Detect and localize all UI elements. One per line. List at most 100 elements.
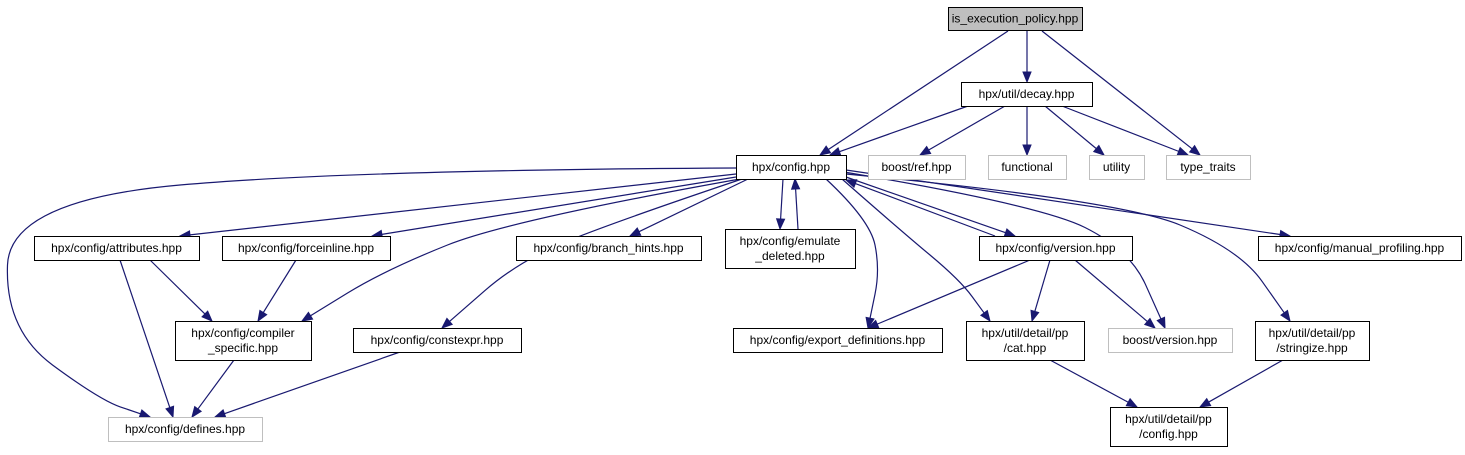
- node-label: hpx/util/detail/pp: [1125, 412, 1212, 426]
- edge-config-to-pp-cat: [841, 178, 991, 323]
- node-box: [1108, 328, 1233, 353]
- node-box: [1110, 407, 1228, 447]
- edge-line: [1208, 359, 1284, 403]
- node-boost-version[interactable]: boost/version.hpp: [1108, 328, 1233, 353]
- arrowhead: [213, 409, 227, 418]
- edge-line: [1061, 105, 1179, 152]
- node-box: [733, 328, 943, 353]
- edge-decay-to-functional: [1022, 106, 1032, 157]
- edge-forceinline-to-compiler-specific: [257, 259, 297, 323]
- node-label: /cat.hpp: [1004, 341, 1047, 355]
- node-box: [175, 321, 312, 361]
- node-functional[interactable]: functional: [988, 155, 1067, 180]
- arrowhead: [201, 310, 213, 322]
- node-box: [966, 321, 1085, 361]
- node-label: _deleted.hpp: [754, 249, 825, 263]
- arrowhead: [775, 218, 786, 231]
- edge-config-to-branch-hints: [628, 178, 749, 237]
- arrowhead: [257, 309, 268, 323]
- node-emulate-deleted[interactable]: hpx/config/emulate_deleted.hpp: [725, 229, 856, 269]
- arrowhead: [1143, 317, 1157, 329]
- edge-config-to-boost-version: [843, 171, 1166, 330]
- node-label: boost/version.hpp: [1123, 333, 1218, 347]
- edge-line: [381, 176, 737, 235]
- node-compiler-specific[interactable]: hpx/config/compiler_specific.hpp: [175, 321, 312, 361]
- node-export-definitions[interactable]: hpx/config/export_definitions.hpp: [733, 328, 943, 353]
- node-box: [736, 155, 847, 180]
- arrowhead: [1003, 228, 1017, 238]
- arrowhead: [1176, 146, 1190, 156]
- node-box: [1166, 155, 1251, 180]
- node-pp-config[interactable]: hpx/util/detail/pp/config.hpp: [1110, 407, 1228, 447]
- node-label: hpx/util/detail/pp: [982, 326, 1069, 340]
- edge-pp-cat-to-pp-config: [1049, 359, 1139, 408]
- edge-line: [310, 178, 741, 317]
- edge-attributes-to-defines: [119, 259, 175, 419]
- node-box: [1089, 155, 1145, 180]
- edge-line: [1049, 359, 1129, 403]
- edge-version-to-pp-cat: [1030, 259, 1051, 323]
- node-label: hpx/util/decay.hpp: [979, 87, 1075, 101]
- edge-decay-to-utility: [1044, 105, 1106, 156]
- arrowhead: [191, 405, 203, 419]
- edge-line: [224, 351, 401, 415]
- node-root[interactable]: is_execution_policy.hpp: [948, 7, 1083, 31]
- arrowhead: [440, 317, 454, 329]
- edge-line: [1041, 30, 1193, 150]
- node-version[interactable]: hpx/config/version.hpp: [979, 236, 1133, 261]
- node-config[interactable]: hpx/config.hpp: [736, 155, 847, 180]
- edge-line: [119, 259, 171, 408]
- node-manual-profiling[interactable]: hpx/config/manual_profiling.hpp: [1258, 236, 1462, 261]
- node-box: [353, 328, 522, 353]
- arrowhead: [1156, 316, 1166, 330]
- node-constexpr[interactable]: hpx/config/constexpr.hpp: [353, 328, 522, 353]
- node-label: hpx/config/defines.hpp: [125, 422, 245, 436]
- node-box: [108, 417, 263, 442]
- edge-version-to-export-definitions: [866, 259, 1031, 329]
- edge-line: [6, 167, 737, 415]
- arrowhead: [818, 145, 832, 156]
- node-label: utility: [1103, 160, 1130, 174]
- node-branch-hints[interactable]: hpx/config/branch_hints.hpp: [516, 236, 702, 261]
- node-label: hpx/config/compiler: [191, 326, 294, 340]
- arrowhead: [844, 179, 858, 189]
- edge-line: [845, 173, 1285, 314]
- edge-decay-to-boost-ref: [918, 105, 1006, 156]
- arrowhead: [1198, 397, 1212, 408]
- edge-config-to-attributes: [178, 173, 737, 240]
- node-box: [516, 236, 702, 261]
- edge-attributes-to-compiler-specific: [149, 259, 213, 322]
- node-forceinline[interactable]: hpx/config/forceinline.hpp: [222, 236, 391, 261]
- edge-config-to-pp-stringize: [845, 173, 1291, 323]
- edge-line: [189, 173, 737, 236]
- edge-pp-stringize-to-pp-config: [1198, 359, 1284, 408]
- edge-line: [825, 178, 879, 319]
- node-label: hpx/util/detail/pp: [1269, 326, 1356, 340]
- node-box: [979, 236, 1133, 261]
- arrowhead: [1022, 144, 1032, 157]
- node-box: [34, 236, 200, 261]
- node-type-traits[interactable]: type_traits: [1166, 155, 1251, 180]
- node-label: hpx/config.hpp: [752, 160, 830, 174]
- edge-line: [828, 30, 1009, 150]
- edge-line: [149, 259, 206, 315]
- node-boost-ref[interactable]: boost/ref.hpp: [868, 155, 966, 180]
- arrowhead: [790, 177, 801, 190]
- edge-line: [839, 105, 969, 153]
- node-box: [725, 229, 856, 269]
- node-label: functional: [1001, 160, 1052, 174]
- arrowhead: [918, 145, 932, 156]
- arrowhead: [1188, 144, 1202, 156]
- edge-line: [843, 171, 1162, 320]
- node-defines[interactable]: hpx/config/defines.hpp: [108, 417, 263, 442]
- node-label: hpx/config/export_definitions.hpp: [750, 333, 926, 347]
- node-utility[interactable]: utility: [1089, 155, 1145, 180]
- edge-root-to-type-traits: [1041, 30, 1202, 156]
- node-pp-cat[interactable]: hpx/util/detail/pp/cat.hpp: [966, 321, 1085, 361]
- edge-compiler-specific-to-defines: [191, 359, 235, 419]
- node-pp-stringize[interactable]: hpx/util/detail/pp/stringize.hpp: [1255, 321, 1370, 361]
- node-attributes[interactable]: hpx/config/attributes.hpp: [34, 236, 200, 261]
- node-decay[interactable]: hpx/util/decay.hpp: [961, 82, 1093, 107]
- node-label: hpx/config/attributes.hpp: [51, 241, 182, 255]
